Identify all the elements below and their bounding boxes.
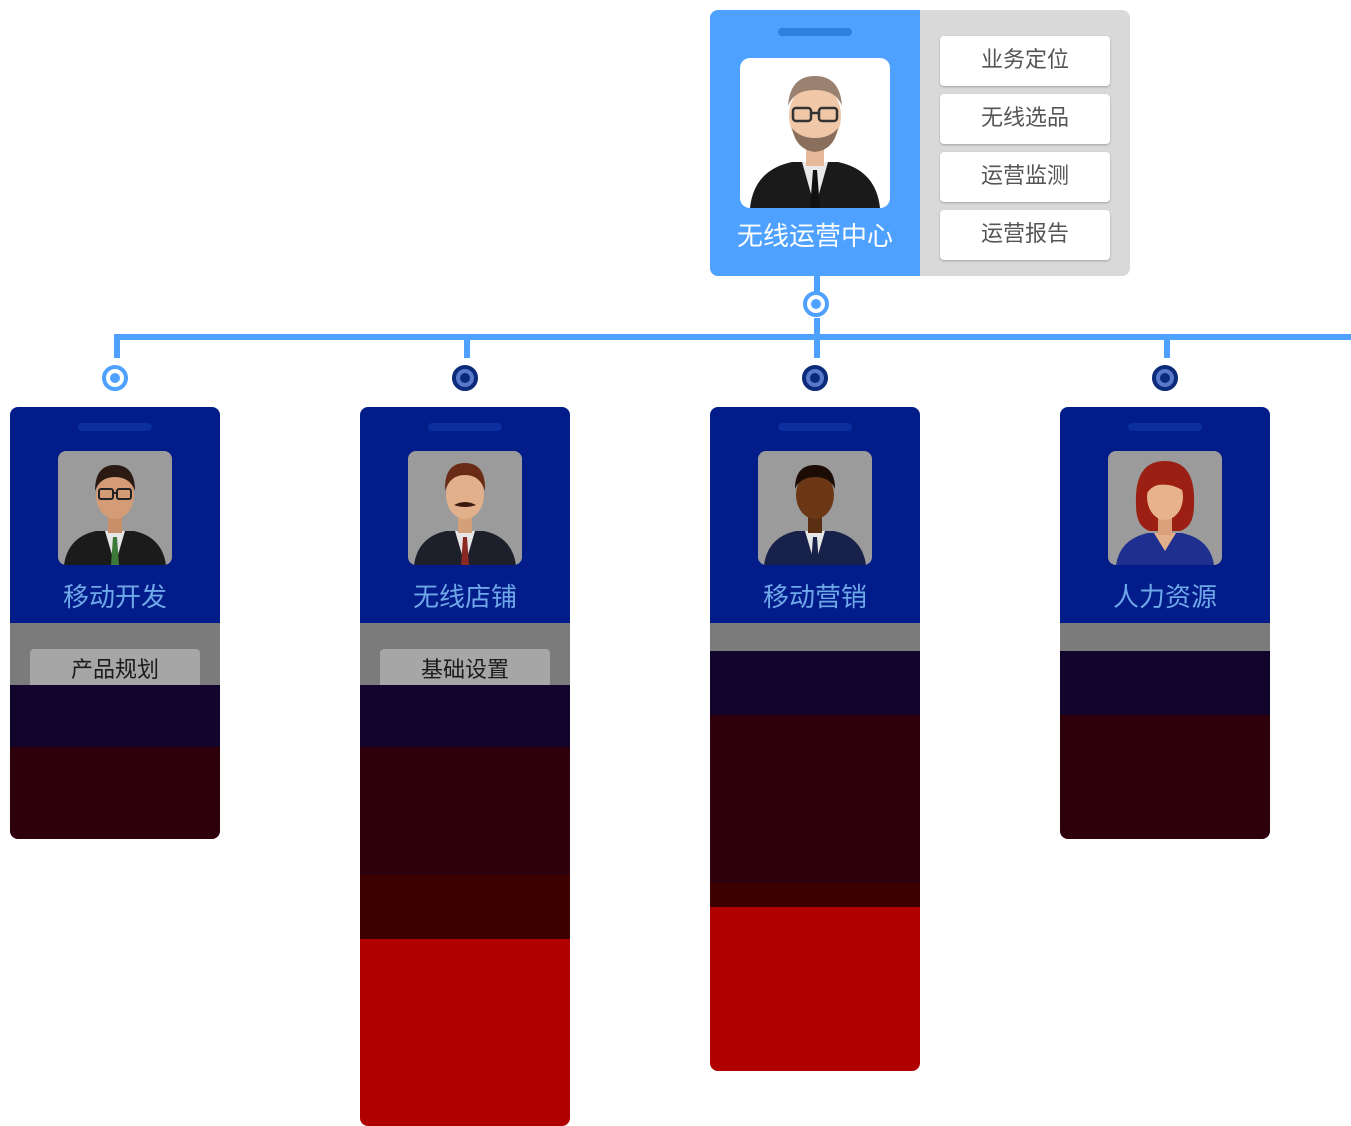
menu-button-business-positioning[interactable]: 业务定位 [940,36,1110,86]
badge-hanger [1128,423,1202,431]
child-title: 无线店铺 [412,583,517,613]
child-connector-3 [814,338,820,358]
root-badge: 无线运营中心 [710,10,920,276]
horizontal-connector-line [114,334,1351,340]
root-node-title: 无线运营中心 [736,222,893,252]
child-card-wireless-store[interactable]: 无线店铺 基础设置 [360,407,570,1126]
glitch-band [1060,715,1270,839]
menu-button-wireless-selection[interactable]: 无线选品 [940,94,1110,144]
child-node-dot-3[interactable] [802,365,828,391]
badge-hanger [78,423,152,431]
man-dark-skin-avatar-icon [764,465,866,565]
child-menu-area [1060,623,1270,651]
menu-button-operation-monitoring[interactable]: 运营监测 [940,152,1110,202]
man-mustache-avatar-icon [414,463,516,565]
child-badge: 移动营销 [710,407,920,623]
menu-button-operation-report[interactable]: 运营报告 [940,210,1110,260]
child-title: 移动营销 [762,583,867,613]
root-node-card[interactable]: 无线运营中心 业务定位 无线选品 运营监测 运营报告 [710,10,1130,276]
child-node-dot-1[interactable] [102,365,128,391]
glitch-band [360,685,570,747]
child-node-dot-2[interactable] [452,365,478,391]
glitch-band [360,747,570,875]
child-avatar [758,451,872,565]
child-avatar [1108,451,1222,565]
child-card-human-resources[interactable]: 人力资源 [1060,407,1270,839]
child-connector-1 [114,338,120,358]
glitch-band [360,875,570,939]
badge-hanger [778,28,852,36]
child-menu-area [710,623,920,651]
child-avatar [58,451,172,565]
man-glasses-avatar-icon [64,465,166,565]
root-node-dot[interactable] [803,291,829,317]
child-title: 人力资源 [1112,583,1217,613]
glitch-band [10,685,220,747]
child-card-mobile-dev[interactable]: 移动开发 产品规划 [10,407,220,839]
root-connector [814,276,820,292]
child-avatar [408,451,522,565]
glitch-band [710,715,920,883]
child-badge: 移动开发 [10,407,220,623]
glitch-band [710,651,920,715]
glitch-band [360,939,570,1126]
glitch-band [1060,651,1270,715]
child-badge: 无线店铺 [360,407,570,623]
child-connector-4 [1164,338,1170,358]
child-badge: 人力资源 [1060,407,1270,623]
glitch-band [10,747,220,839]
glitch-band [710,907,920,1071]
root-connector-lower [814,318,820,338]
man-glasses-beard-avatar-icon [750,76,880,208]
child-connector-2 [464,338,470,358]
glitch-band [710,883,920,907]
root-avatar [740,58,890,208]
woman-red-hair-avatar-icon [1116,461,1214,565]
child-card-mobile-marketing[interactable]: 移动营销 [710,407,920,1071]
child-node-dot-4[interactable] [1152,365,1178,391]
badge-hanger [428,423,502,431]
badge-hanger [778,423,852,431]
child-title: 移动开发 [62,583,167,613]
